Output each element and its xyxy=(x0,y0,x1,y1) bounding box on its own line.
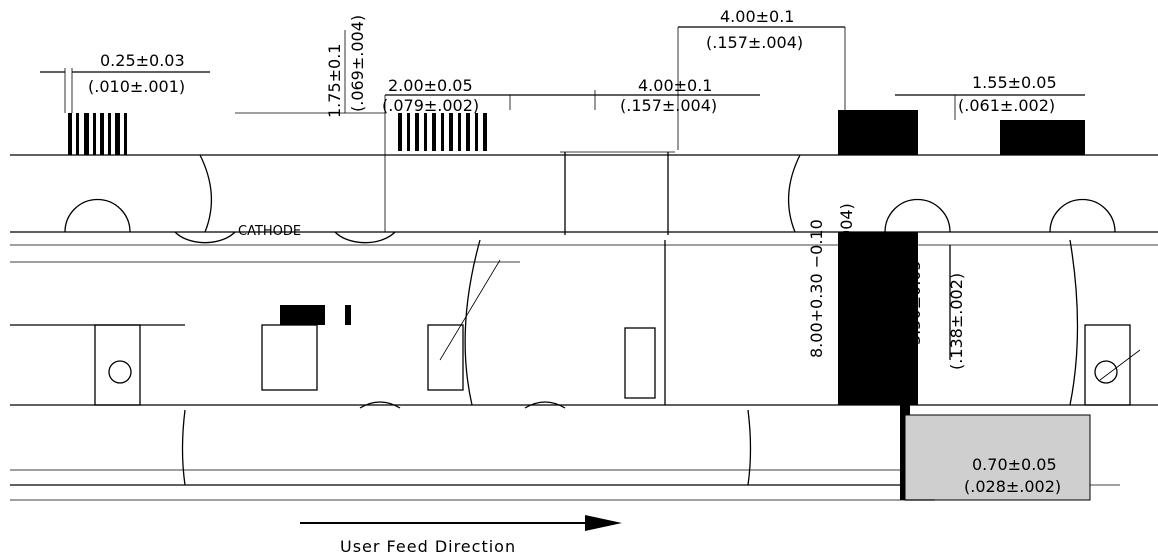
dim-3.50-in: (.138±.002) xyxy=(947,273,966,370)
cathode-label: CATHODE xyxy=(238,224,301,239)
dim-8.00-mm: 8.00+0.30 −0.10 xyxy=(807,219,826,358)
dim-2.00-in: (.079±.002) xyxy=(382,96,479,115)
dim-3.50-mm: 3.50±0.05 xyxy=(905,260,924,345)
sprocket-holes xyxy=(64,198,1116,244)
cover-tape xyxy=(904,414,1091,501)
dim-0.70-mm: 0.70±0.05 xyxy=(972,455,1057,474)
dim-0.70-in: (.028±.002) xyxy=(964,477,1061,496)
dim-0.25-mm: 0.25±0.03 xyxy=(100,51,185,70)
dimension-lines xyxy=(40,26,1141,501)
dim-8.00-in: (0.315+0.012 −0.004) xyxy=(837,203,856,385)
component-cavities xyxy=(94,324,1131,409)
dim-1.55-in: (.061±.002) xyxy=(958,96,1055,115)
feed-direction-label: User Feed Direction xyxy=(340,537,516,556)
feed-direction-arrow xyxy=(300,515,622,531)
dim-1.55-mm: 1.55±0.05 xyxy=(972,73,1057,92)
dim-1.75-in: (.069±.004) xyxy=(348,15,367,112)
dim-4.00-top-mm: 4.00±0.1 xyxy=(720,7,794,26)
dim-2.00-mm: 2.00±0.05 xyxy=(388,76,473,95)
dim-0.25-in: (.010±.001) xyxy=(88,77,185,96)
dim-4.00-top-in: (.157±.004) xyxy=(706,33,803,52)
dim-4.00-mid-in: (.157±.004) xyxy=(620,96,717,115)
dim-4.00-mid-mm: 4.00±0.1 xyxy=(638,76,712,95)
dim-1.75-mm: 1.75±0.1 xyxy=(325,44,344,118)
carrier-tape-outline xyxy=(10,154,1158,501)
